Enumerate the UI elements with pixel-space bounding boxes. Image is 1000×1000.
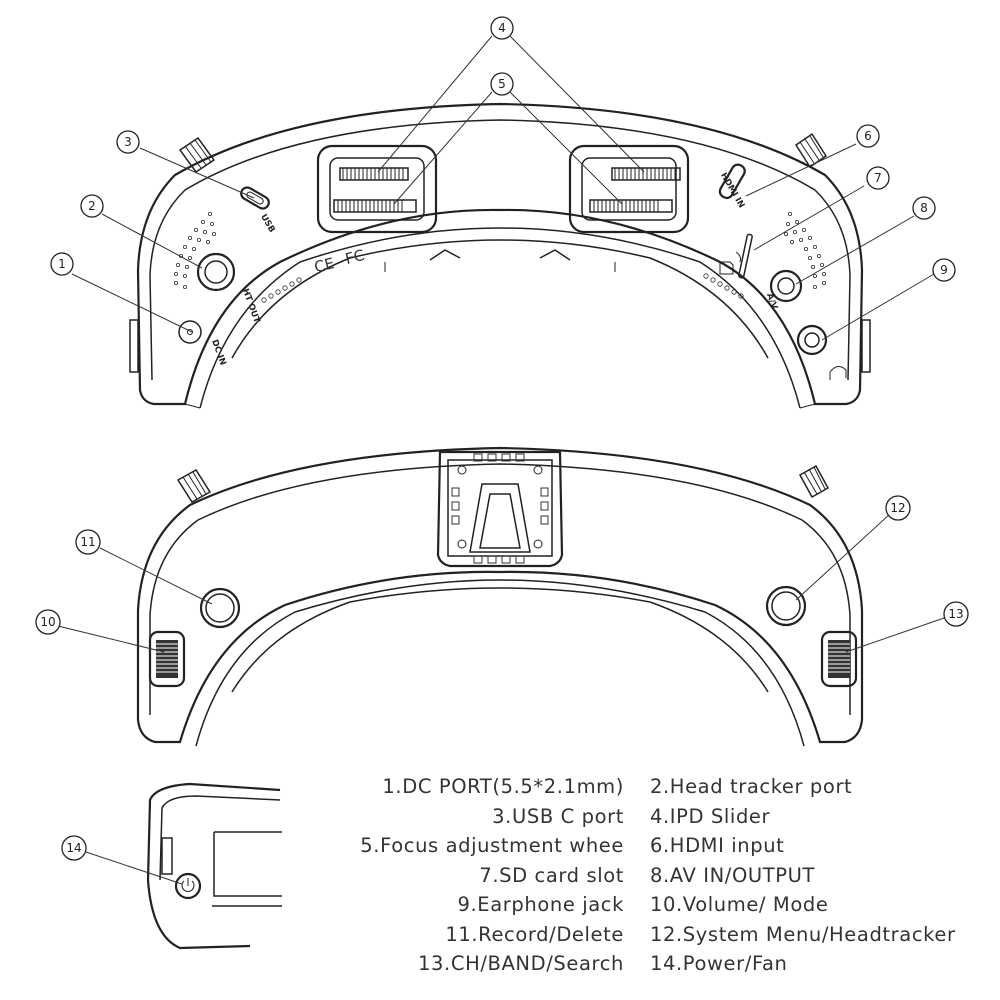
- ht-out-label: HT OUT: [240, 287, 262, 324]
- svg-text:4: 4: [498, 21, 506, 35]
- ipd-slider-right[interactable]: [568, 144, 690, 234]
- callout-5: 5: [490, 72, 514, 96]
- ipd-slider-left[interactable]: [316, 144, 438, 234]
- fc-mark: FC: [343, 246, 366, 268]
- legend-item-7: 7.SD card slot: [479, 863, 624, 887]
- legend-item-4: 4.IPD Slider: [650, 804, 771, 828]
- svg-text:10: 10: [40, 615, 55, 629]
- legend-row: 3.USB C port 4.IPD Slider: [340, 802, 990, 832]
- ch-band-wheel[interactable]: [820, 630, 858, 688]
- speaker-grille-left: [173, 211, 216, 289]
- system-menu-button[interactable]: [765, 585, 807, 627]
- legend-row: 13.CH/BAND/Search 14.Power/Fan: [340, 949, 990, 979]
- power-fan-button[interactable]: [174, 872, 202, 900]
- svg-text:14: 14: [66, 841, 81, 855]
- callout-3: 3: [116, 130, 140, 154]
- svg-text:8: 8: [920, 201, 928, 215]
- volume-mode-wheel[interactable]: [148, 630, 186, 688]
- svg-text:3: 3: [124, 135, 132, 149]
- dc-port[interactable]: [178, 320, 202, 344]
- legend-item-3: 3.USB C port: [492, 804, 624, 828]
- legend-item-6: 6.HDMI input: [650, 834, 785, 858]
- callout-1: 1: [50, 252, 74, 276]
- earphone-jack[interactable]: [796, 324, 828, 356]
- leader-lines: [57, 35, 945, 885]
- legend: 1.DC PORT(5.5*2.1mm) 2.Head tracker port…: [340, 772, 990, 979]
- power-icon: [181, 878, 195, 892]
- antenna-left-icon: [178, 136, 216, 174]
- hdmi-port[interactable]: [718, 162, 747, 200]
- headphone-icon: [829, 366, 847, 380]
- callouts: 1 2 3 4 5 6 7 8 9 10 11 12 13 14: [35, 16, 969, 861]
- legend-row: 9.Earphone jack 10.Volume/ Mode: [340, 890, 990, 920]
- legend-row: 5.Focus adjustment whee 6.HDMI input: [340, 831, 990, 861]
- legend-row: 1.DC PORT(5.5*2.1mm) 2.Head tracker port: [340, 772, 990, 802]
- power-detail-view: [146, 782, 282, 950]
- legend-item-5: 5.Focus adjustment whee: [360, 834, 624, 858]
- ce-mark: CE: [312, 254, 336, 276]
- antenna-right-icon-2: [798, 464, 830, 499]
- legend-item-1: 1.DC PORT(5.5*2.1mm): [382, 775, 624, 799]
- callout-12: 12: [885, 495, 911, 521]
- legend-item-8: 8.AV IN/OUTPUT: [650, 863, 816, 887]
- svg-text:1: 1: [58, 257, 66, 271]
- svg-text:5: 5: [498, 77, 506, 91]
- sd-card-slot[interactable]: [738, 233, 753, 279]
- legend-item-11: 11.Record/Delete: [445, 922, 624, 946]
- goggles-bottom-view: [136, 446, 864, 747]
- head-tracker-port[interactable]: [196, 252, 236, 292]
- usb-c-port[interactable]: [239, 185, 271, 210]
- svg-text:9: 9: [940, 263, 948, 277]
- av-port[interactable]: [769, 269, 803, 303]
- legend-item-9: 9.Earphone jack: [457, 893, 624, 917]
- callout-2: 2: [80, 194, 104, 218]
- svg-text:7: 7: [874, 171, 882, 185]
- antenna-left-icon-2: [176, 469, 212, 503]
- legend-item-12: 12.System Menu/Headtracker: [650, 922, 956, 946]
- fan-module: [436, 450, 564, 568]
- svg-text:2: 2: [88, 199, 96, 213]
- callout-6: 6: [856, 124, 880, 148]
- callout-9: 9: [932, 258, 956, 282]
- callout-8: 8: [912, 196, 936, 220]
- legend-item-10: 10.Volume/ Mode: [650, 893, 829, 917]
- legend-item-13: 13.CH/BAND/Search: [418, 952, 624, 976]
- record-delete-button[interactable]: [199, 587, 241, 629]
- callout-10: 10: [35, 609, 61, 635]
- callout-4: 4: [490, 16, 514, 40]
- callout-14: 14: [61, 835, 87, 861]
- legend-item-14: 14.Power/Fan: [650, 952, 788, 976]
- goggles-top-view: USB HDMI IN HT OUT: [129, 102, 871, 409]
- callout-7: 7: [866, 166, 890, 190]
- svg-text:13: 13: [948, 607, 963, 621]
- antenna-right-icon: [794, 132, 828, 169]
- sd-card-icon: [719, 261, 734, 275]
- callout-11: 11: [75, 529, 101, 555]
- svg-text:11: 11: [80, 535, 95, 549]
- indicator-dots-right: [703, 273, 744, 299]
- speaker-grille-right: [784, 211, 827, 289]
- callout-13: 13: [943, 601, 969, 627]
- av-label: A/V: [764, 292, 779, 311]
- svg-text:12: 12: [890, 501, 905, 515]
- legend-row: 11.Record/Delete 12.System Menu/Headtrac…: [340, 920, 990, 950]
- svg-text:6: 6: [864, 129, 872, 143]
- legend-row: 7.SD card slot 8.AV IN/OUTPUT: [340, 861, 990, 891]
- usb-label: USB: [258, 213, 276, 235]
- indicator-dots-left: [261, 277, 302, 303]
- legend-item-2: 2.Head tracker port: [650, 775, 853, 799]
